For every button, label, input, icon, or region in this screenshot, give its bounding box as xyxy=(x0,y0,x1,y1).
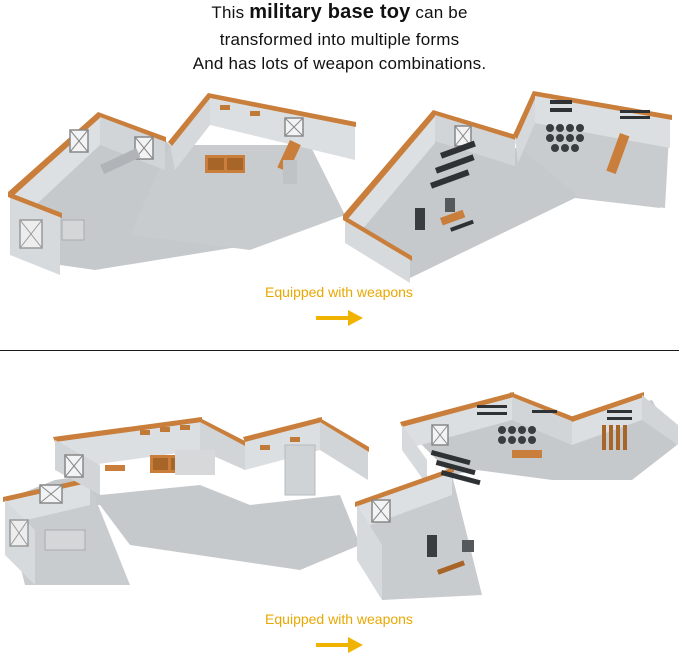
weapon xyxy=(437,560,466,575)
wall xyxy=(642,395,678,445)
hatch xyxy=(44,529,86,551)
crate xyxy=(283,160,297,184)
wall-trim xyxy=(318,417,369,452)
headline-suffix: can be xyxy=(410,3,468,22)
wall-trim xyxy=(400,392,514,427)
wall-trim xyxy=(343,110,437,220)
caption-top: Equipped with weapons xyxy=(265,284,413,300)
crate xyxy=(427,535,437,557)
headline-prefix: This xyxy=(211,3,250,22)
wall-trim xyxy=(243,417,322,442)
wall xyxy=(345,218,410,283)
caption-bottom: Equipped with weapons xyxy=(265,611,413,627)
arrow-right-icon xyxy=(316,310,363,326)
wall-trim xyxy=(98,112,166,142)
floor-plate xyxy=(175,450,215,475)
helmet-cluster xyxy=(498,426,536,444)
wall xyxy=(345,113,435,238)
wall xyxy=(515,93,535,163)
wall-trim xyxy=(510,392,574,422)
headline-line-2: transformed into multiple forms xyxy=(219,30,460,49)
wall-trim xyxy=(513,91,537,139)
headline-line-1: This military base toy can be xyxy=(0,1,679,24)
headline-emphasis: military base toy xyxy=(249,1,411,23)
wall xyxy=(402,395,512,450)
crate xyxy=(445,198,455,212)
wall xyxy=(357,505,382,600)
wall-trim xyxy=(168,93,212,146)
section-divider xyxy=(0,350,679,351)
wall-trim xyxy=(208,93,356,127)
weapon-table xyxy=(606,133,630,175)
wall-trim xyxy=(8,192,62,218)
wall-trim xyxy=(53,417,202,442)
weapon-rack xyxy=(430,405,632,486)
wall xyxy=(170,95,210,170)
base-equipped-l-shape xyxy=(343,91,672,283)
wall xyxy=(535,93,670,148)
rifle-stand xyxy=(602,425,627,450)
crate xyxy=(415,208,425,230)
crate xyxy=(439,209,466,226)
crate xyxy=(462,540,474,552)
weapon-table xyxy=(512,450,542,458)
wall-trim xyxy=(355,467,454,507)
wall xyxy=(512,395,572,445)
wall xyxy=(55,420,200,470)
wall xyxy=(200,420,245,470)
arrow-right-icon xyxy=(316,637,363,653)
weapon xyxy=(449,219,474,232)
weapon-rack xyxy=(430,100,650,189)
wall xyxy=(402,425,427,485)
wall-trim xyxy=(570,392,644,422)
wall-trim xyxy=(343,215,412,261)
bench xyxy=(100,148,141,175)
wall-trim xyxy=(198,417,247,447)
hatch xyxy=(61,219,85,241)
base-empty-z-shape xyxy=(3,417,369,585)
crate xyxy=(284,444,316,496)
bench xyxy=(105,465,125,471)
headline-line-3: And has lots of weapon combinations. xyxy=(192,54,487,73)
wall-trim xyxy=(433,110,516,140)
wall xyxy=(320,420,368,480)
wall xyxy=(245,420,320,470)
base-equipped-z-shape xyxy=(355,392,678,600)
wall xyxy=(210,95,355,160)
base-empty-l-shape xyxy=(8,93,356,275)
helmet-cluster xyxy=(546,124,584,152)
